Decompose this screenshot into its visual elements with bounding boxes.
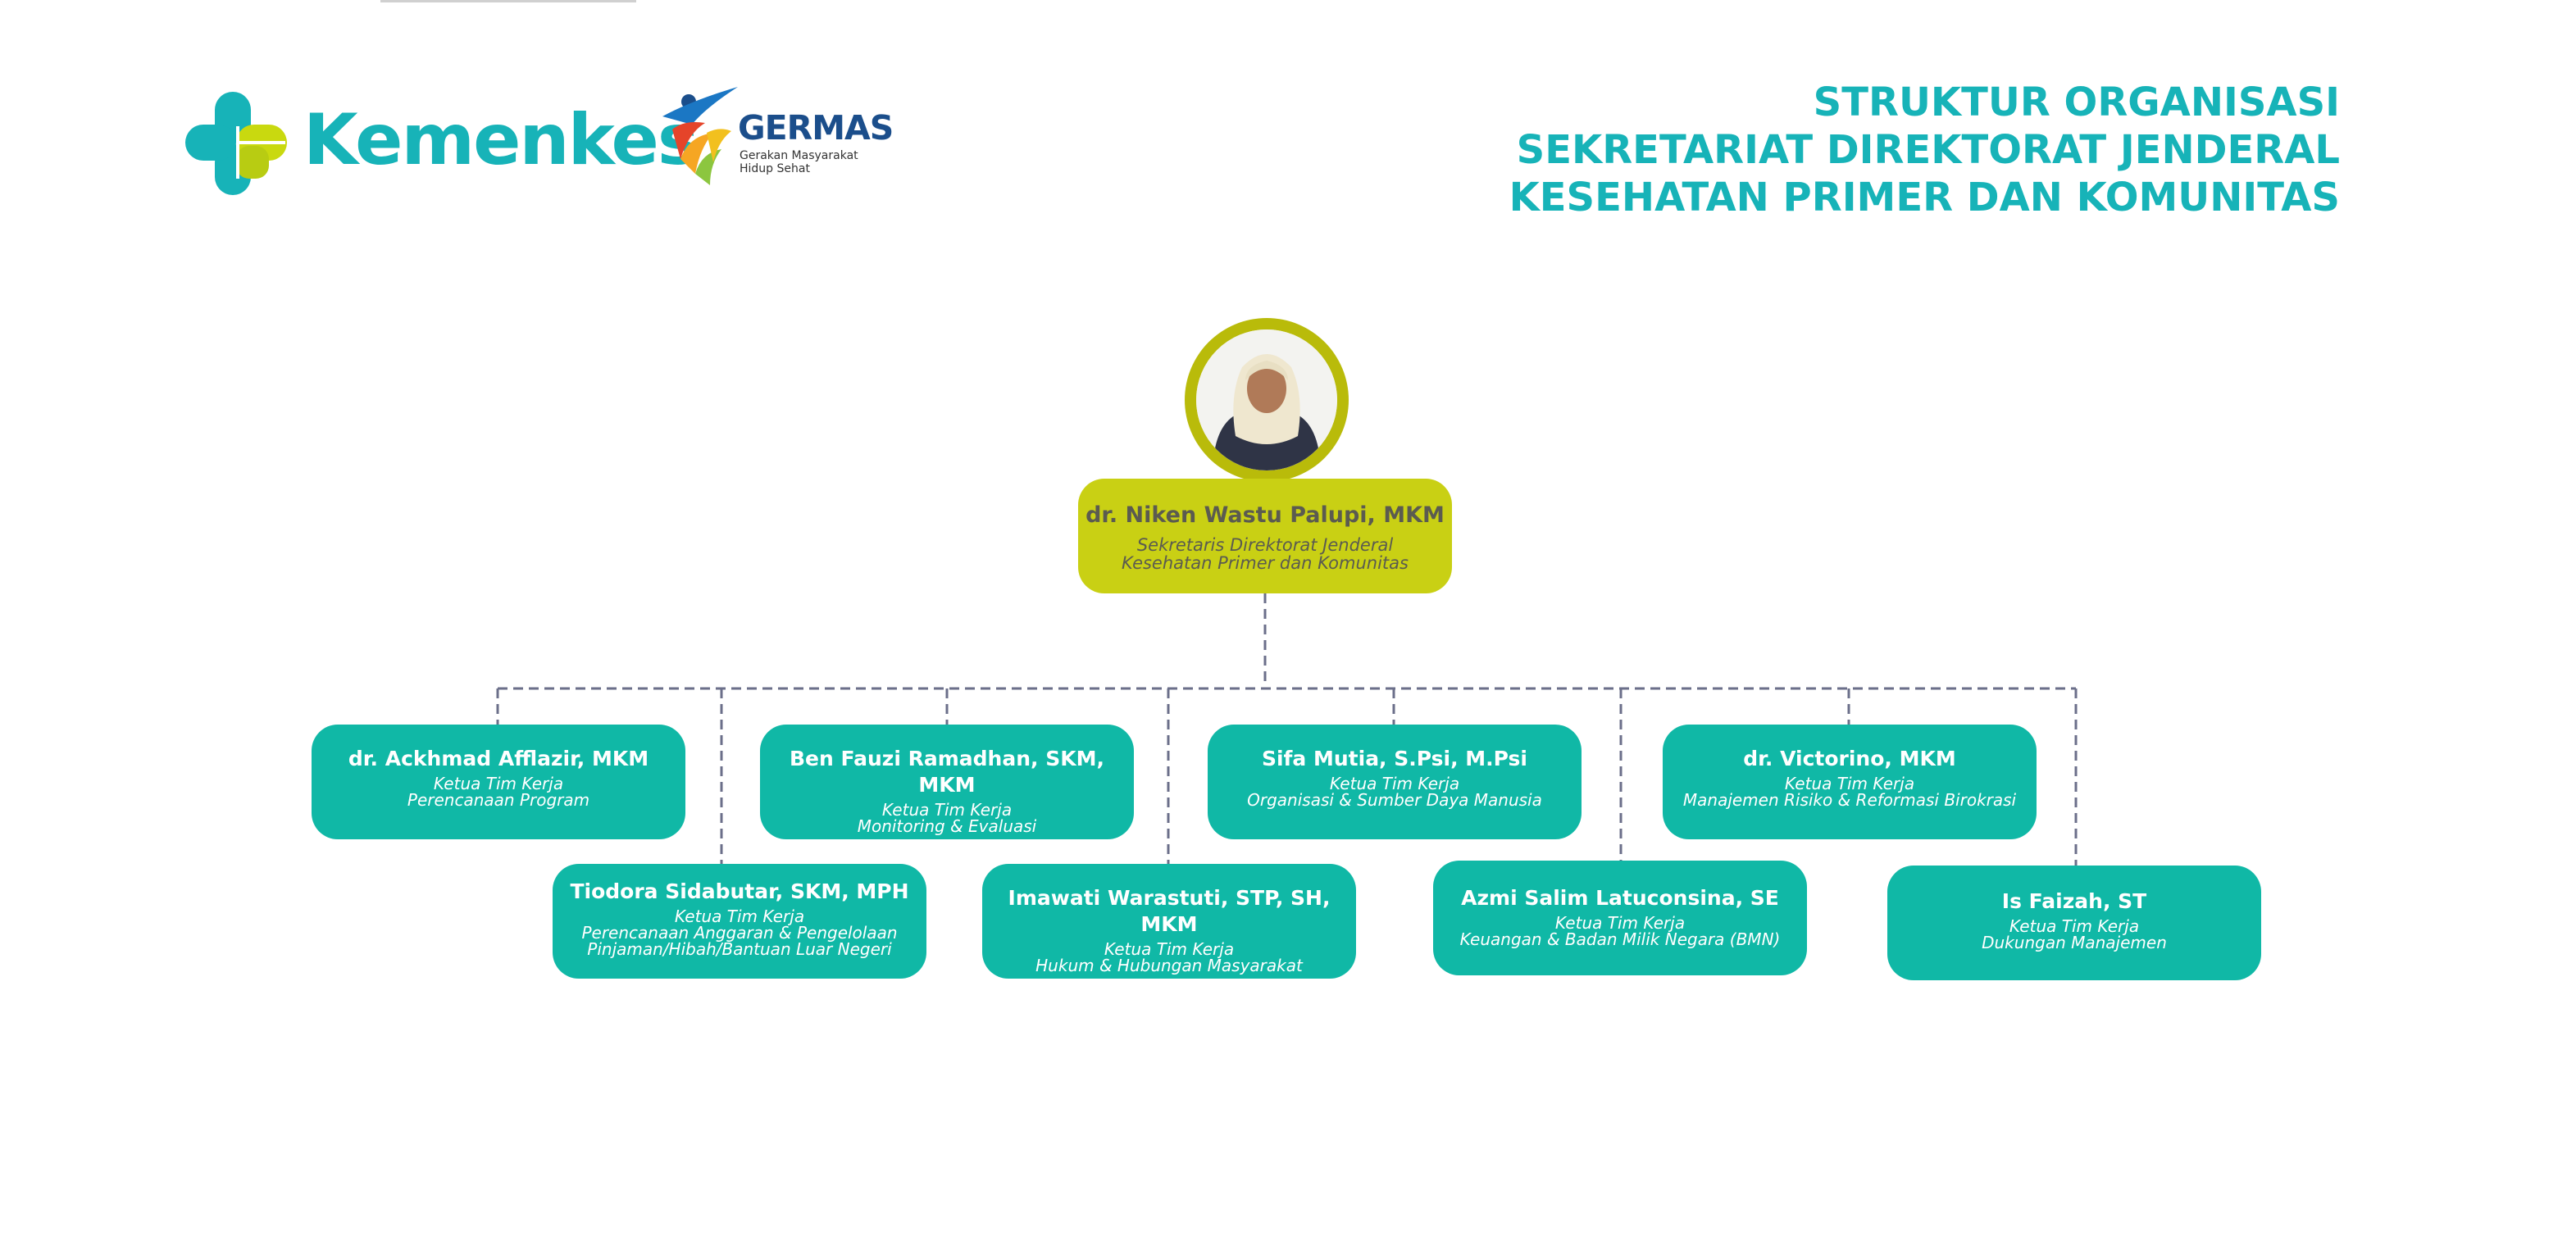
member-node-manajemen-risiko: dr. Victorino, MKM Ketua Tim Kerja Manaj… (1663, 725, 2037, 839)
member-node-dukungan-manajemen: Is Faizah, ST Ketua Tim Kerja Dukungan M… (1887, 866, 2261, 980)
member-role: Ketua Tim Kerja Monitoring & Evaluasi (857, 800, 1037, 836)
top-divider (380, 0, 636, 2)
member-name: Imawati Warastuti, STP, SH, MKM (1008, 886, 1331, 936)
member-role: Ketua Tim Kerja Organisasi & Sumber Daya… (1247, 774, 1542, 810)
germas-logo: GERMAS Gerakan Masyarakat Hidup Sehat (656, 84, 894, 190)
head-name: dr. Niken Wastu Palupi, MKM (1085, 502, 1445, 528)
germas-tagline: Gerakan Masyarakat Hidup Sehat (740, 149, 858, 175)
member-node-organisasi-sdm: Sifa Mutia, S.Psi, M.Psi Ketua Tim Kerja… (1208, 725, 1582, 839)
member-name: Tiodora Sidabutar, SKM, MPH (570, 879, 909, 903)
title-line-3: KESEHATAN PRIMER DAN KOMUNITAS (1509, 175, 2340, 220)
member-node-perencanaan-program: dr. Ackhmad Afflazir, MKM Ketua Tim Kerj… (312, 725, 685, 839)
head-node: dr. Niken Wastu Palupi, MKM Sekretaris D… (1078, 479, 1452, 593)
member-role: Ketua Tim Kerja Hukum & Hubungan Masyara… (1035, 939, 1303, 975)
germas-wordmark: GERMAS (738, 108, 894, 148)
title-line-2: SEKRETARIAT DIREKTORAT JENDERAL (1516, 127, 2340, 173)
kemenkes-logo-icon (185, 92, 287, 195)
member-role: Ketua Tim Kerja Perencanaan Anggaran & P… (581, 906, 898, 959)
member-node-hukum-humas: Imawati Warastuti, STP, SH, MKM Ketua Ti… (982, 864, 1356, 979)
kemenkes-wordmark: Kemenkes (303, 99, 699, 181)
member-name: dr. Victorino, MKM (1743, 747, 1956, 770)
head-photo (1185, 318, 1349, 482)
germas-logo-icon (662, 87, 738, 185)
member-name: Sifa Mutia, S.Psi, M.Psi (1261, 747, 1528, 770)
member-role: Ketua Tim Kerja Manajemen Risiko & Refor… (1682, 774, 2017, 810)
head-role: Sekretaris Direktorat Jenderal Kesehatan… (1122, 535, 1409, 573)
member-node-keuangan-bmn: Azmi Salim Latuconsina, SE Ketua Tim Ker… (1433, 861, 1807, 975)
member-node-perencanaan-anggaran: Tiodora Sidabutar, SKM, MPH Ketua Tim Ke… (553, 864, 926, 979)
member-name: dr. Ackhmad Afflazir, MKM (348, 747, 649, 770)
member-name: Ben Fauzi Ramadhan, SKM, MKM (790, 747, 1104, 797)
member-name: Azmi Salim Latuconsina, SE (1461, 886, 1779, 910)
member-name: Is Faizah, ST (2001, 889, 2147, 913)
member-role: Ketua Tim Kerja Keuangan & Badan Milik N… (1459, 913, 1781, 949)
title-line-1: STRUKTUR ORGANISASI (1813, 80, 2340, 125)
page-title: STRUKTUR ORGANISASI SEKRETARIAT DIREKTOR… (1509, 79, 2340, 221)
member-node-monitoring-evaluasi: Ben Fauzi Ramadhan, SKM, MKM Ketua Tim K… (760, 725, 1134, 839)
person-photo-icon (1196, 329, 1337, 470)
member-role: Ketua Tim Kerja Dukungan Manajemen (1982, 916, 2167, 952)
kemenkes-logo: Kemenkes (184, 90, 699, 197)
member-role: Ketua Tim Kerja Perencanaan Program (407, 774, 590, 810)
